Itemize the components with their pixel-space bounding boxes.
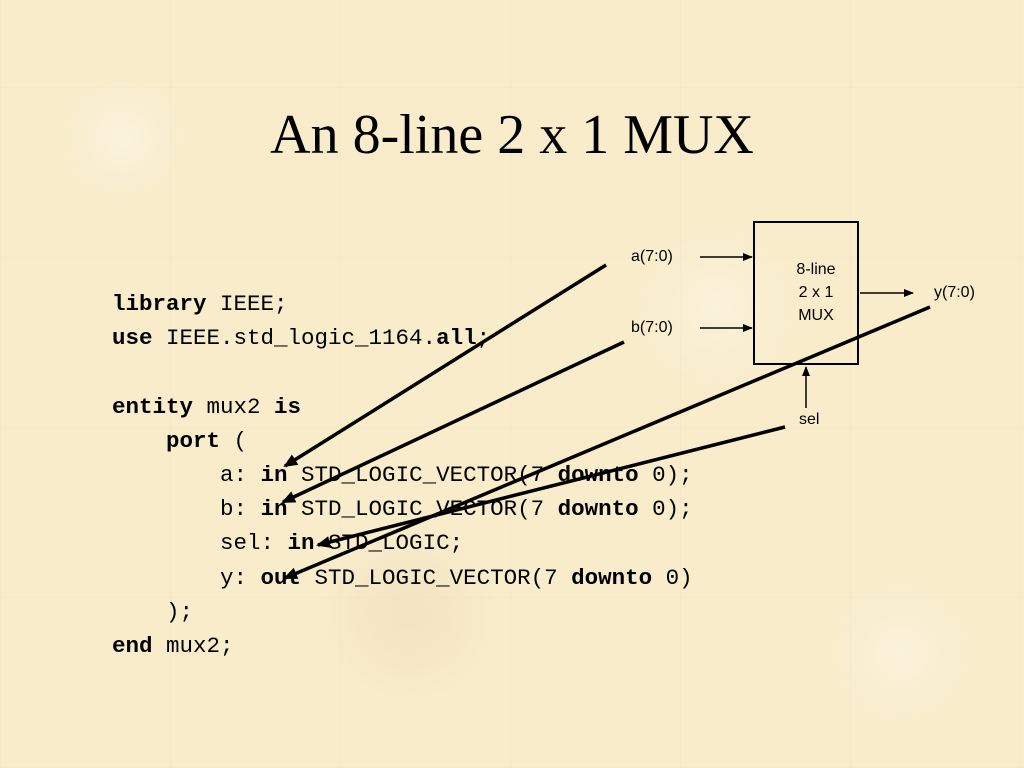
code-line: a: in STD_LOGIC_VECTOR(7 downto 0); [112,458,693,492]
vhdl-code-block: library IEEE;use IEEE.std_logic_1164.all… [112,287,693,663]
code-keyword: use [112,325,153,352]
code-line: ); [112,595,693,629]
code-text: STD_LOGIC_VECTOR(7 [301,564,572,591]
input-b-label: b(7:0) [631,319,673,336]
slide-title: An 8-line 2 x 1 MUX [270,104,754,166]
code-line: use IEEE.std_logic_1164.all; [112,321,693,355]
output-y-label: y(7:0) [934,284,975,301]
code-text: 0); [638,461,693,488]
code-text: sel: [112,530,288,557]
code-line: y: out STD_LOGIC_VECTOR(7 downto 0) [112,561,693,595]
code-text: ( [220,427,248,454]
callout-arrow-sel [316,425,786,548]
code-keyword: downto [557,496,639,523]
code-text: ); [112,598,194,625]
code-keyword: in [287,530,315,557]
mux-block-label: 8-line 2 x 1 MUX [780,258,852,327]
code-keyword: downto [571,564,653,591]
callout-arrow-a [283,263,607,468]
code-keyword: entity [112,393,194,420]
code-keyword: end [112,632,153,659]
code-text: b: [112,496,261,523]
code-text: 0) [652,564,693,591]
code-line: entity mux2 is [112,390,693,424]
mux-block [753,221,859,365]
callout-arrow-b [281,340,625,504]
code-text: mux2 [193,393,275,420]
code-keyword: in [260,461,288,488]
code-keyword: all [436,325,477,352]
code-line: end mux2; [112,629,693,663]
code-text: mux2; [152,632,234,659]
callout-arrow-y [283,305,931,580]
code-text: a: [112,461,261,488]
code-keyword: port [166,427,221,454]
code-text: 0); [638,496,693,523]
code-text: IEEE.std_logic_1164. [152,325,437,352]
code-line: port ( [112,424,693,458]
code-text: y: [112,564,261,591]
mux-label-line-2: 2 x 1 [798,284,834,301]
mux-label-line-1: 8-line [796,261,836,278]
code-keyword: is [274,393,302,420]
code-line: library IEEE; [112,287,693,321]
mux-label-line-3: MUX [798,307,834,324]
input-a-label: a(7:0) [631,248,673,265]
select-label: sel [799,411,820,428]
code-keyword: library [112,291,207,317]
code-text: IEEE; [206,291,288,317]
